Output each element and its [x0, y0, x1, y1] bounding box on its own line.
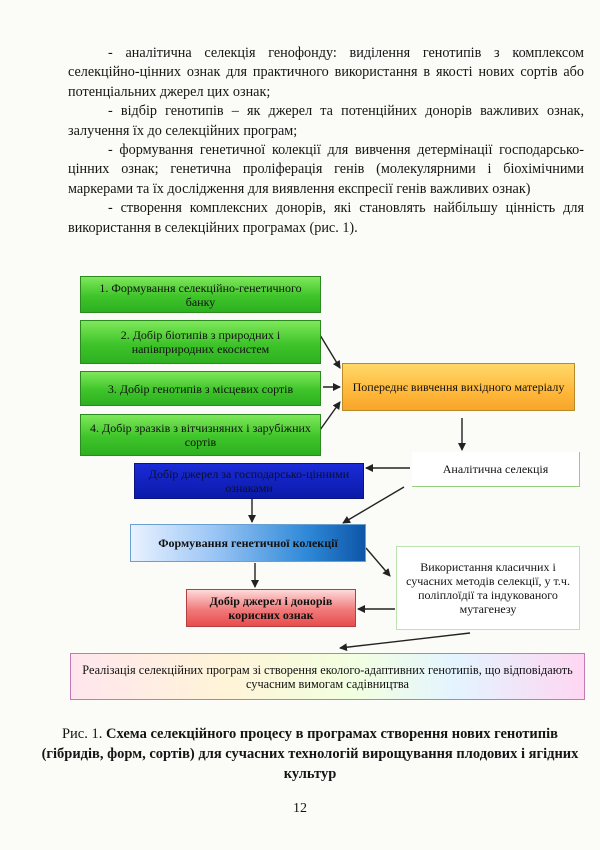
box-genetic-collection: Формування генетичної колекції [130, 524, 366, 562]
arrow-analytic-to-collection [342, 486, 405, 524]
paragraph-2: - відбір генотипів – як джерел та потенц… [68, 103, 584, 139]
box-sample-selection: 4. Добір зразків з вітчизняних і зарубіж… [80, 414, 321, 456]
arrow-box2-to-prelim [319, 334, 341, 369]
body-text: - аналітична селекція генофонду: виділен… [68, 44, 584, 238]
box-donor-selection: Добір джерел і донорів корисних ознак [186, 589, 356, 627]
paragraph-4: - створення комплексних донорів, які ста… [68, 200, 584, 236]
arrow-box4-to-prelim [319, 401, 341, 431]
figure-caption: Рис. 1. Схема селекційного процесу в про… [40, 724, 580, 784]
arrow-collection-to-methods [365, 547, 391, 577]
page-number: 12 [293, 801, 307, 816]
box-source-selection: Добір джерел за господарсько-цінними озн… [134, 463, 364, 499]
caption-prefix: Рис. 1. [61, 726, 106, 742]
box-biotype-selection: 2. Добір біотипів з природних і напівпри… [80, 320, 321, 364]
box-preliminary-study: Попереднє вивчення вихідного матеріалу [342, 363, 575, 411]
box-genotype-local: 3. Добір генотипів з місцевих сортів [80, 371, 321, 406]
caption-title: Схема селекційного процесу в програмах с… [41, 726, 579, 782]
arrow-methods-to-realization [339, 632, 471, 652]
box-classic-modern-methods: Використання класичних і сучасних методі… [396, 546, 580, 630]
paragraph-1: - аналітична селекція генофонду: виділен… [68, 45, 584, 100]
box-analytic-selection: Аналітична селекція [412, 452, 580, 487]
box-program-realization: Реалізація селекційних програм зі створе… [70, 653, 585, 700]
box-selection-bank: 1. Формування селекційно-генетичного бан… [80, 276, 321, 313]
paragraph-3: - формування генетичної колекції для вив… [68, 142, 584, 197]
